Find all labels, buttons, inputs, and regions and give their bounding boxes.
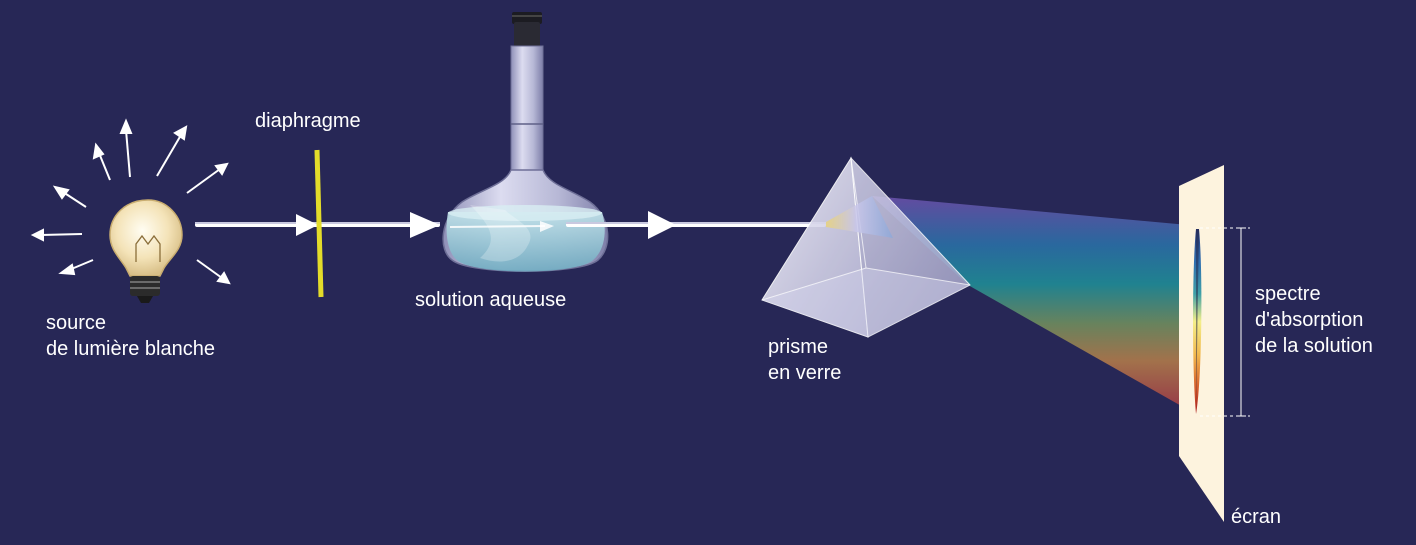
- light-bulb-icon: [109, 199, 183, 303]
- spectrum-label: spectre d'absorption de la solution: [1255, 281, 1373, 359]
- transmitted-ray: [566, 211, 826, 239]
- spectrum-label-line-2: d'absorption: [1255, 309, 1364, 331]
- diaphragm-label: diaphragme: [255, 108, 361, 134]
- prism-label: prisme en verre: [768, 334, 841, 386]
- screen-label: écran: [1231, 504, 1281, 530]
- source-label-line-1: source: [46, 312, 107, 334]
- screen-label-text: écran: [1231, 506, 1282, 528]
- diaphragm: [314, 149, 324, 298]
- solution-label-text: solution aqueuse: [415, 289, 567, 311]
- radiation-arrows: [30, 118, 231, 285]
- prism-label-line-1: prisme: [768, 336, 829, 358]
- source-label: source de lumière blanche: [46, 310, 215, 362]
- diaphragm-label-text: diaphragme: [255, 110, 361, 132]
- glass-prism-icon: [761, 156, 971, 338]
- volumetric-flask-icon: [442, 12, 609, 272]
- dispersed-light: [872, 196, 1199, 416]
- prism-label-line-2: en verre: [768, 362, 842, 384]
- spectrum-label-line-1: spectre: [1255, 283, 1321, 305]
- source-label-line-2: de lumière blanche: [46, 338, 215, 360]
- solution-label: solution aqueuse: [415, 287, 566, 313]
- screen: [1179, 165, 1224, 522]
- spectrum-height-marker: [1200, 227, 1250, 417]
- spectrum-label-line-3: de la solution: [1255, 335, 1373, 357]
